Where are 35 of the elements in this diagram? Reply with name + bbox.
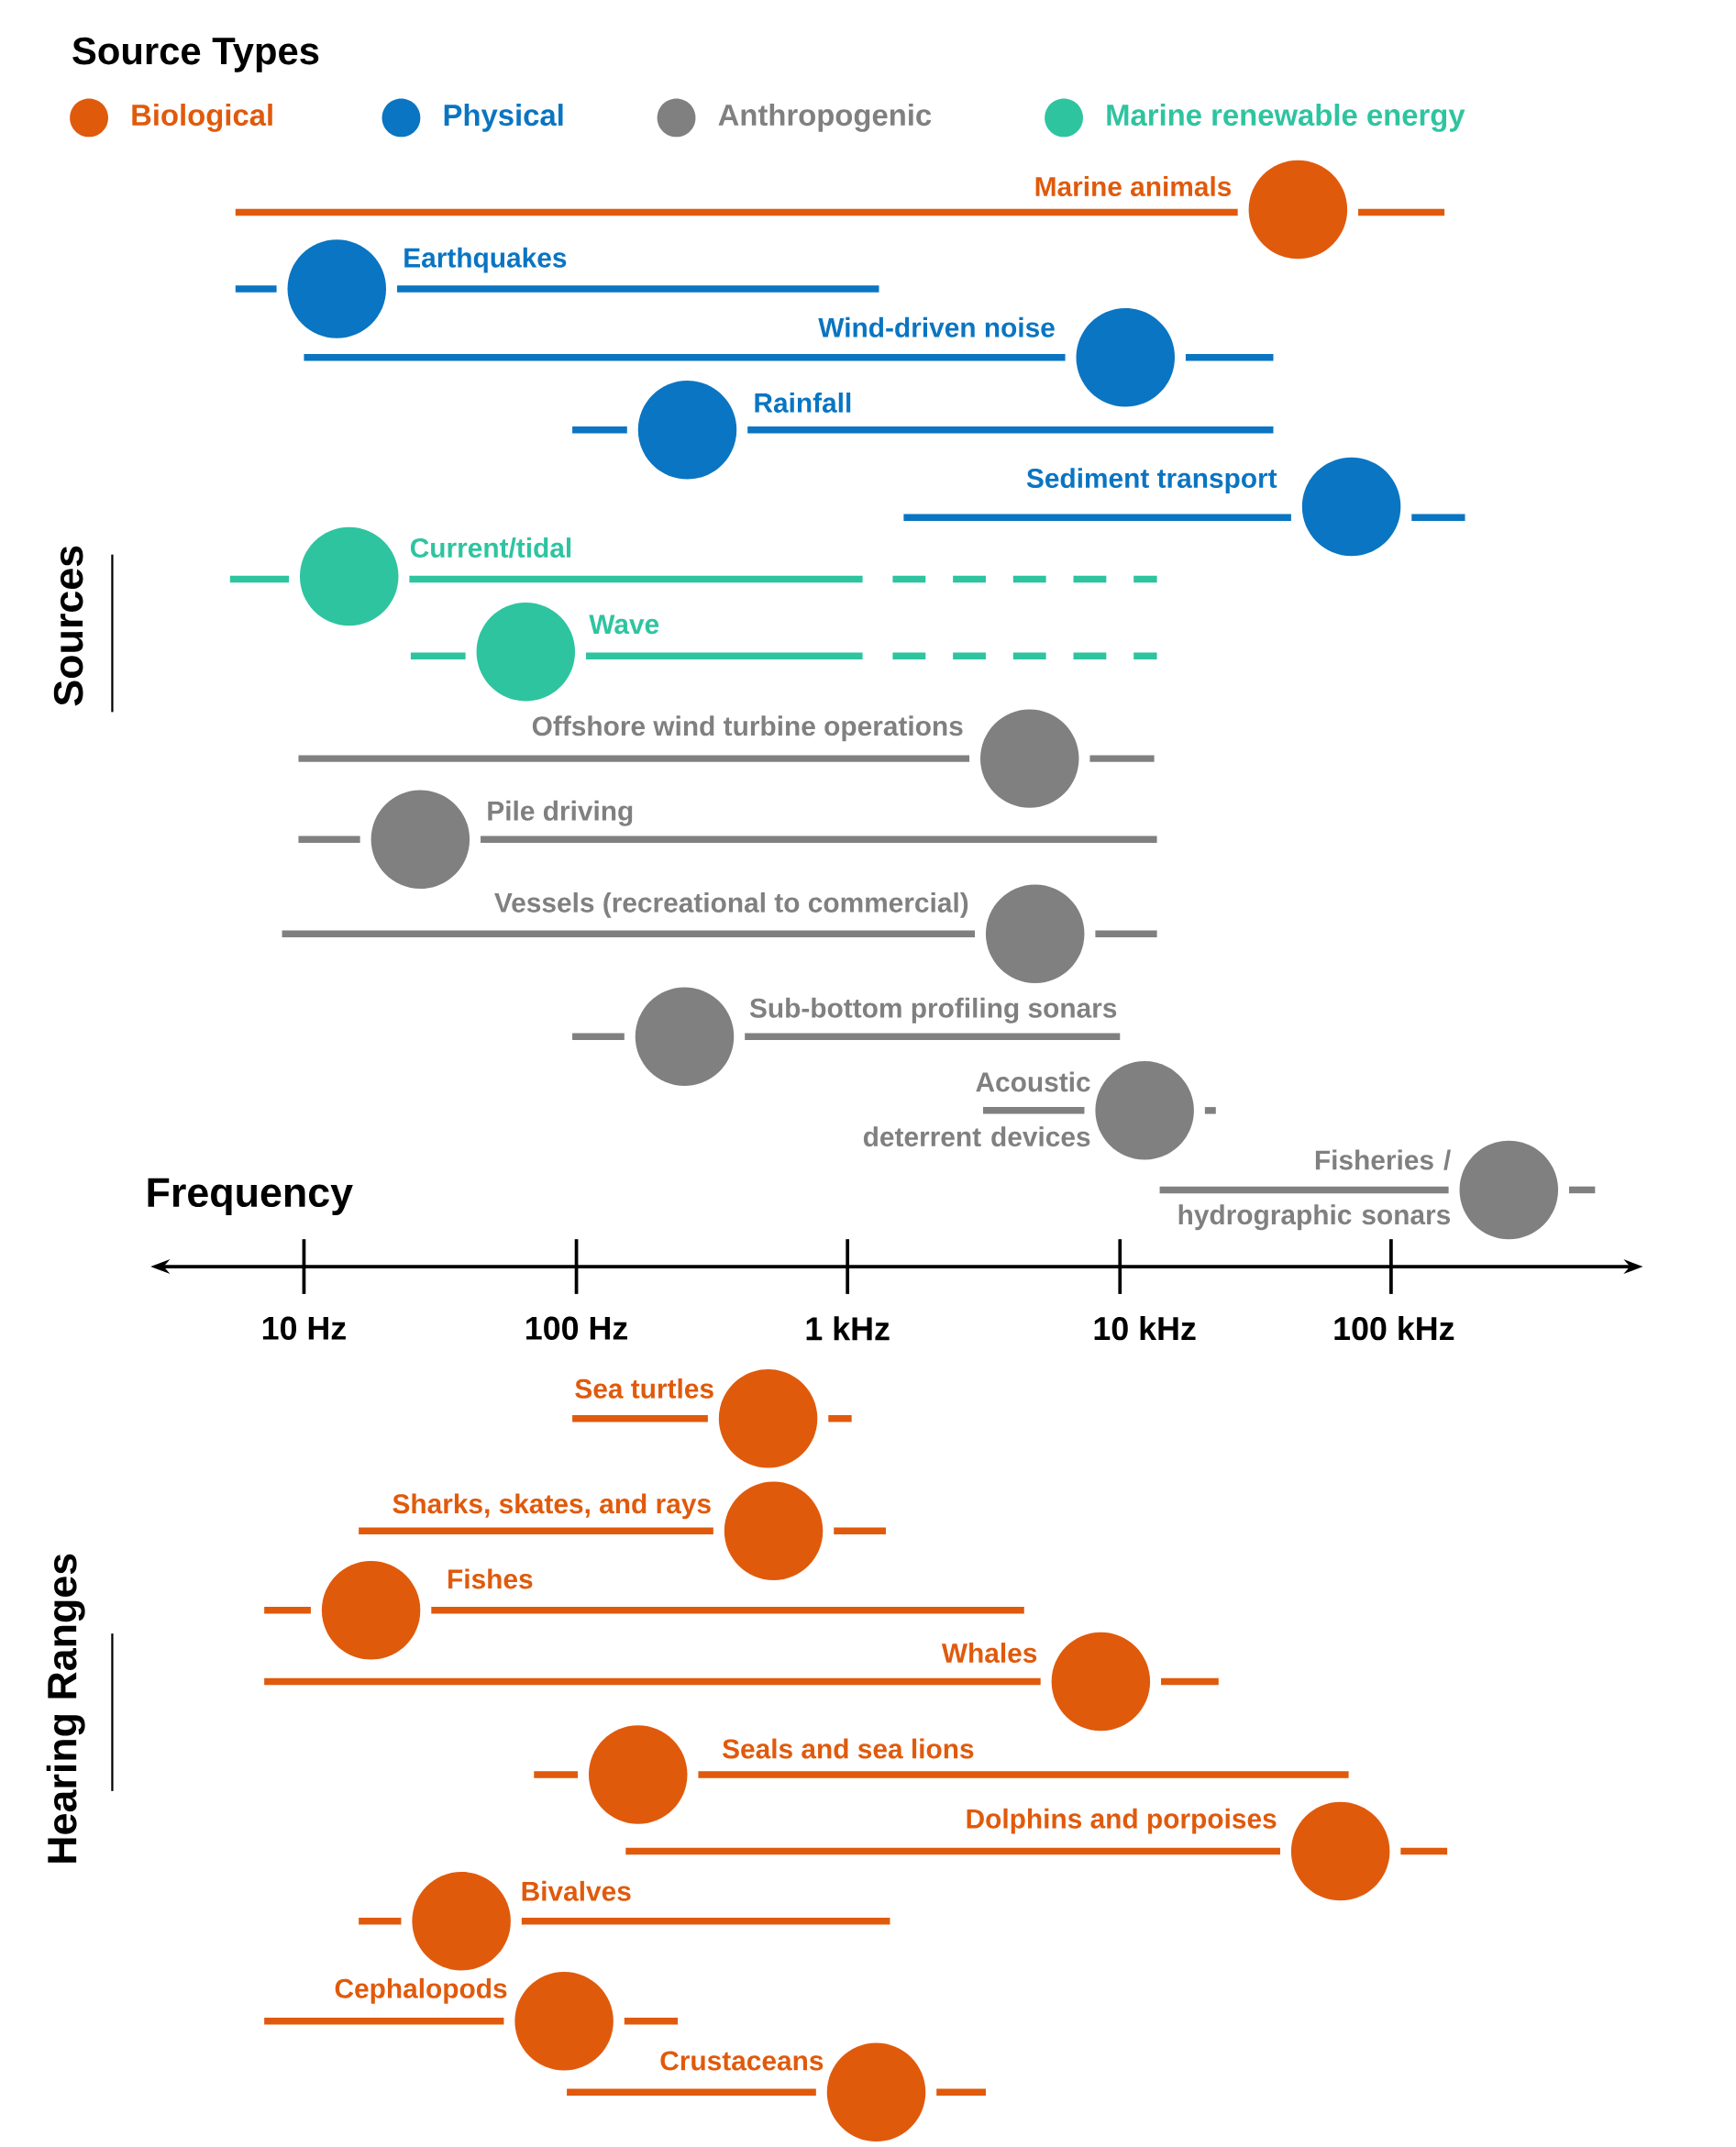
side-heading: Sources: [53, 546, 83, 706]
range-label: Acoustic deterrent devices: [863, 1071, 1090, 1147]
tick-label: 100 Hz: [526, 1316, 627, 1340]
legend-label: Physical: [444, 104, 563, 132]
range-label: Offshore wind turbine operations: [532, 715, 963, 742]
tick-label: 10 kHz: [1094, 1316, 1196, 1341]
range-label: Sharks, skates, and rays: [393, 1493, 711, 1520]
range-label: Cephalopods: [335, 1977, 507, 2004]
range-label: Dolphins and porpoises: [967, 1808, 1277, 1834]
range-label: Whales: [941, 1643, 1037, 1663]
range-label: Rainfall: [755, 393, 851, 413]
side-heading: Hearing Ranges: [46, 1554, 85, 1863]
tick-label: 100 kHz: [1334, 1316, 1454, 1341]
tick-label: 1 kHz: [806, 1316, 890, 1341]
range-label: Fisheries / hydrographic sonars: [1178, 1149, 1451, 1231]
range-label: Vessels (recreational to commercial): [494, 891, 968, 918]
legend-label: Anthropogenic: [718, 104, 932, 132]
range-label: Wave: [589, 614, 659, 635]
range-label: Pile driving: [488, 800, 633, 826]
range-label: Crustaceans: [660, 2051, 824, 2071]
range-label: Sub-bottom profiling sonars: [749, 997, 1117, 1024]
range-label: Bivalves: [522, 1880, 631, 1901]
legend-label: Biological: [132, 104, 272, 132]
axis-title: Frequency: [148, 1178, 353, 1215]
range-label: Seals and sea lions: [722, 1738, 974, 1759]
range-label: Sediment transport: [1026, 468, 1277, 493]
range-label: Current/tidal: [410, 537, 571, 559]
legend-label: Marine renewable energy: [1107, 104, 1465, 132]
tick-label: 10 Hz: [262, 1316, 346, 1340]
range-label: Fishes: [448, 1568, 533, 1589]
range-label: Marine animals: [1035, 176, 1232, 196]
range-label: Sea turtles: [575, 1378, 713, 1399]
range-label: Earthquakes: [404, 247, 567, 273]
range-label: Wind-driven noise: [818, 316, 1055, 338]
legend-title: Source Types: [72, 37, 319, 72]
